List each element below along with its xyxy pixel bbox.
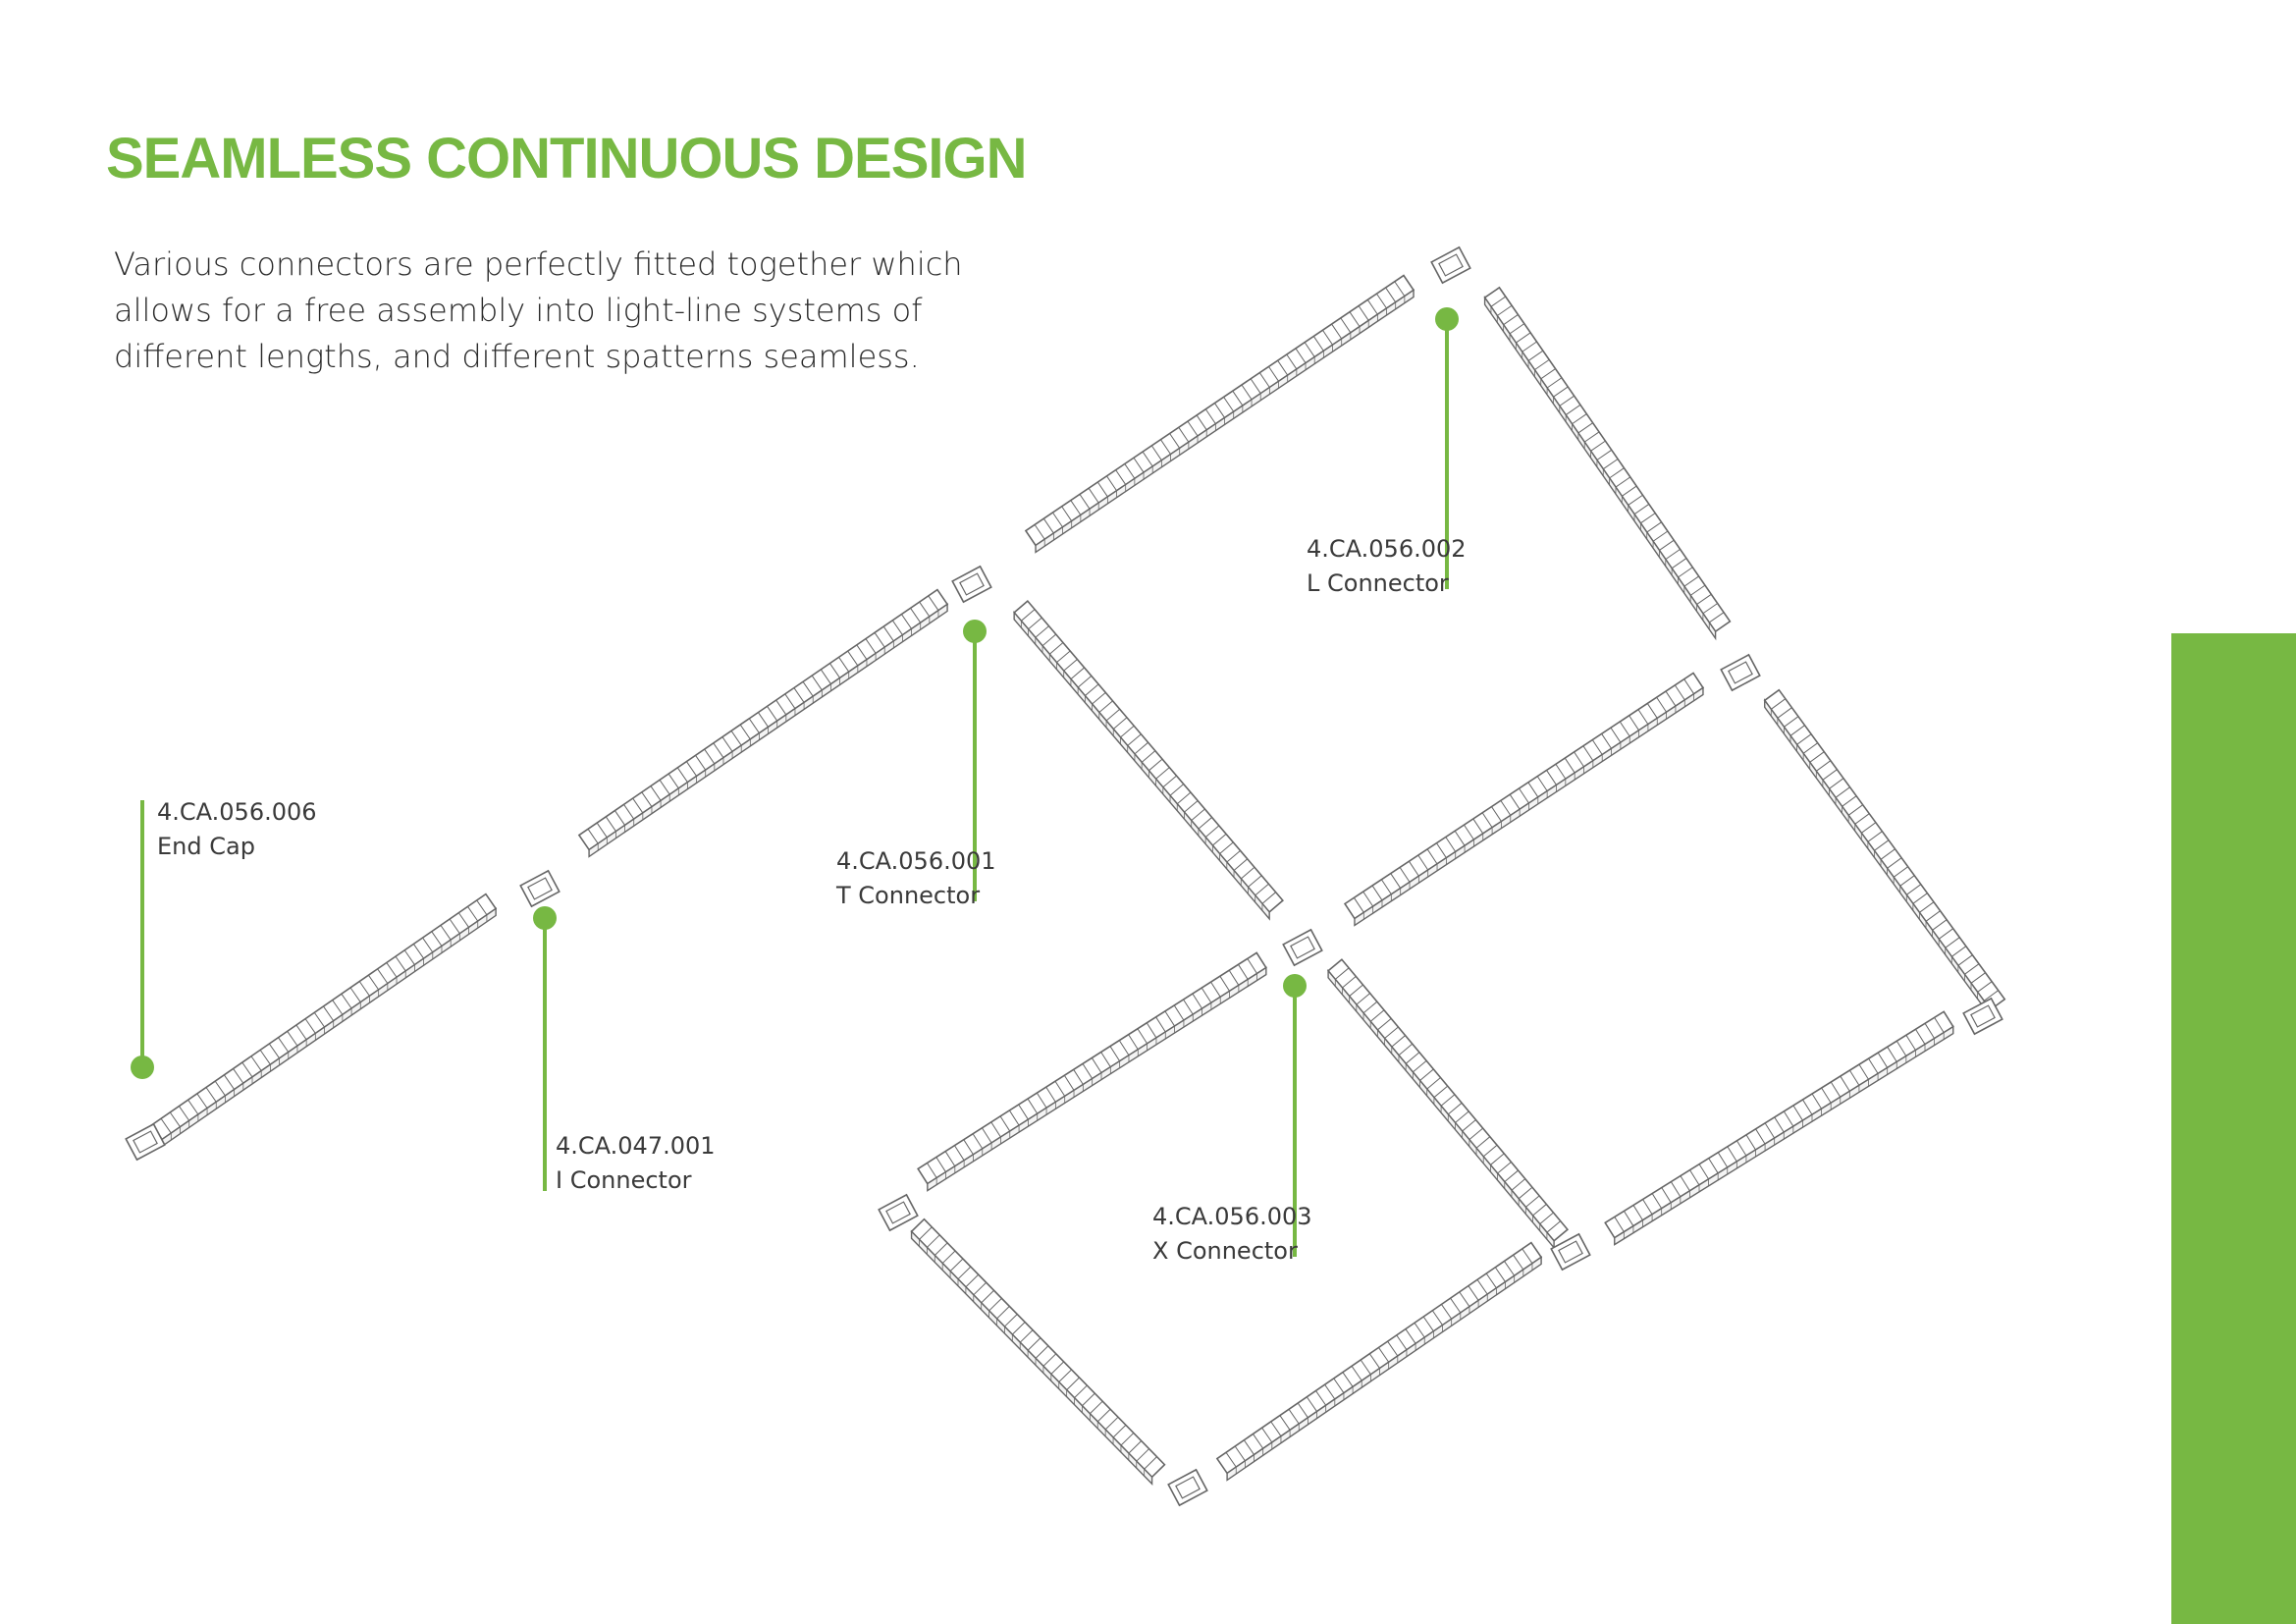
callout-code: 4.CA.056.002 — [1307, 535, 1467, 563]
page-title: SEAMLESS CONTINUOUS DESIGN — [106, 127, 1028, 190]
light-fixture — [1024, 274, 1415, 554]
light-fixture — [1215, 1241, 1543, 1482]
callout-l-connector: 4.CA.056.002 L Connector — [1307, 307, 1467, 597]
light-fixture — [910, 1218, 1166, 1487]
tee-connector — [1720, 653, 1761, 692]
callout-code: 4.CA.056.001 — [836, 847, 996, 875]
l-connector — [1430, 245, 1471, 285]
connector-pieces — [125, 245, 2003, 1507]
callout-code: 4.CA.056.003 — [1152, 1203, 1312, 1230]
callout-name: End Cap — [157, 833, 255, 860]
page-description: Various connectors are perfectly fitted … — [114, 245, 963, 375]
x-connector — [1282, 928, 1323, 967]
tee-connector — [1550, 1232, 1591, 1272]
end-cap — [125, 1122, 166, 1162]
callout-name: L Connector — [1307, 569, 1449, 597]
callout-name: I Connector — [556, 1166, 692, 1194]
green-side-tab — [2171, 633, 2296, 1624]
leader-dot — [131, 1056, 154, 1079]
light-fixture — [1604, 1010, 1954, 1246]
light-fixture — [917, 951, 1267, 1192]
callout-x-connector: 4.CA.056.003 X Connector — [1152, 974, 1312, 1265]
callout-code: 4.CA.056.006 — [157, 798, 317, 826]
light-fixture — [577, 588, 949, 858]
callout-i-connector: 4.CA.047.001 I Connector — [533, 906, 716, 1194]
callout-code: 4.CA.047.001 — [556, 1132, 716, 1160]
leader-dot — [963, 620, 987, 643]
callout-t-connector: 4.CA.056.001 T Connector — [835, 620, 996, 909]
callout-name: X Connector — [1152, 1237, 1298, 1265]
callout-name: T Connector — [835, 882, 980, 909]
leader-dot — [533, 906, 557, 930]
leader-dot — [1435, 307, 1459, 331]
callout-end-cap: 4.CA.056.006 End Cap — [131, 798, 317, 1079]
light-fixture — [1326, 958, 1570, 1250]
i-connector — [519, 869, 561, 908]
light-fixture — [150, 893, 498, 1148]
l-connector — [1962, 997, 2003, 1036]
tee-connector — [951, 565, 992, 604]
light-fixture — [1013, 600, 1284, 921]
light-fixture — [1763, 688, 2006, 1019]
l-connector — [878, 1193, 919, 1232]
linear-light-fixtures — [150, 274, 2006, 1487]
l-connector — [1167, 1468, 1208, 1507]
light-fixture — [1343, 672, 1705, 927]
leader-dot — [1283, 974, 1307, 998]
light-fixture — [1483, 286, 1732, 641]
